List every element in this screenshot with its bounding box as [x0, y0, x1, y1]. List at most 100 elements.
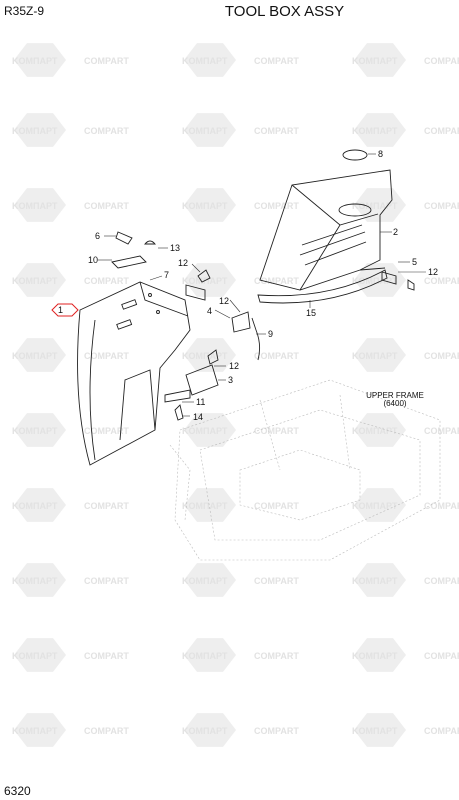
- tool-box-cover: [77, 281, 191, 466]
- watermark-hexagon: [184, 563, 236, 597]
- callout-8[interactable]: 8: [378, 149, 383, 159]
- callout-12a[interactable]: 12: [178, 258, 188, 268]
- watermark-text: COMPART: [254, 426, 299, 436]
- watermark-hexagon: [184, 263, 236, 297]
- watermark-text: COMPART: [254, 726, 299, 736]
- watermark-hexagon: [184, 488, 236, 522]
- callout-6[interactable]: 6: [95, 231, 100, 241]
- watermark-text: KOMПАРТ: [352, 726, 398, 736]
- callout-12b[interactable]: 12: [219, 296, 229, 306]
- watermark-text: KOMПАРТ: [352, 276, 398, 286]
- watermark-hexagon: [354, 188, 406, 222]
- callout-10[interactable]: 10: [88, 255, 98, 265]
- watermark-hexagon: [184, 43, 236, 77]
- callout-12c[interactable]: 12: [229, 361, 239, 371]
- watermark-text: COMPART: [84, 126, 129, 136]
- watermark-text: COMPART: [84, 201, 129, 211]
- watermark-text: KOMПАРТ: [352, 426, 398, 436]
- callout-15[interactable]: 15: [306, 308, 316, 318]
- watermark-text: KOMПАРТ: [182, 56, 228, 66]
- reference-line-1: UPPER FRAME: [366, 391, 424, 400]
- upper-frame-reference: UPPER FRAME (6400): [360, 392, 430, 408]
- watermark-text: KOMПАРТ: [182, 426, 228, 436]
- watermark-hexagon: [14, 638, 66, 672]
- watermark-hexagon: [14, 338, 66, 372]
- callout-13[interactable]: 13: [170, 243, 180, 253]
- watermark-hexagon: [354, 488, 406, 522]
- watermark-text: KOMПАРТ: [12, 201, 58, 211]
- callout-7[interactable]: 7: [164, 270, 169, 280]
- watermark-text: COMPART: [84, 501, 129, 511]
- watermark-text: COMPART: [424, 651, 459, 661]
- callout-12d[interactable]: 12: [428, 267, 438, 277]
- watermark-hexagon: [354, 563, 406, 597]
- watermark-text: KOMПАРТ: [182, 576, 228, 586]
- watermark-text: KOMПАРТ: [182, 201, 228, 211]
- callout-11[interactable]: 11: [196, 397, 205, 407]
- callout-3[interactable]: 3: [228, 375, 233, 385]
- watermark-text: COMPART: [424, 351, 459, 361]
- watermark-text: KOMПАРТ: [182, 726, 228, 736]
- watermark-hexagon: [14, 113, 66, 147]
- seal-strip: [257, 269, 388, 304]
- watermark-text: KOMПАРТ: [352, 576, 398, 586]
- watermark-text: COMPART: [254, 201, 299, 211]
- watermark-text: KOMПАРТ: [12, 726, 58, 736]
- tool-box-body: [259, 169, 393, 291]
- watermark-text: COMPART: [84, 651, 129, 661]
- watermark-hexagon: [354, 338, 406, 372]
- watermark-text: KOMПАРТ: [12, 426, 58, 436]
- watermark-text: KOMПАРТ: [182, 351, 228, 361]
- callout-4[interactable]: 4: [207, 306, 212, 316]
- watermark-text: COMPART: [424, 56, 459, 66]
- watermark-text: COMPART: [424, 276, 459, 286]
- watermark-hexagon: [354, 638, 406, 672]
- callout-9[interactable]: 9: [268, 329, 273, 339]
- watermark-text: COMPART: [254, 501, 299, 511]
- watermark-text: KOMПАРТ: [12, 651, 58, 661]
- callout-1[interactable]: 1: [58, 305, 63, 315]
- watermark-text: KOMПАРТ: [12, 56, 58, 66]
- watermark-text: KOMПАРТ: [352, 126, 398, 136]
- watermark-text: COMPART: [84, 726, 129, 736]
- watermark-text: COMPART: [424, 201, 459, 211]
- page-number: 6320: [4, 784, 31, 798]
- leader-lines: [98, 153, 426, 417]
- watermark-hexagon: [14, 488, 66, 522]
- watermark-text: COMPART: [84, 351, 129, 361]
- watermark-hexagon: [14, 43, 66, 77]
- watermark-text: COMPART: [424, 576, 459, 586]
- watermark-text: COMPART: [84, 576, 129, 586]
- upper-frame-outline: [169, 379, 441, 561]
- watermark-hexagon: [184, 638, 236, 672]
- watermark-text: KOMПАРТ: [12, 276, 58, 286]
- watermark-text: COMPART: [424, 126, 459, 136]
- callout-2[interactable]: 2: [393, 227, 398, 237]
- callout-14[interactable]: 14: [193, 412, 203, 422]
- small-parts: [111, 231, 415, 421]
- watermark-hexagon: [184, 713, 236, 747]
- watermark-text: COMPART: [254, 351, 299, 361]
- watermark-hexagon: [14, 413, 66, 447]
- watermark-hexagon: [14, 263, 66, 297]
- watermark-text: COMPART: [254, 126, 299, 136]
- selected-part-highlight: [51, 303, 79, 317]
- watermark-hexagon: [14, 713, 66, 747]
- watermark-hexagon: [14, 563, 66, 597]
- callout-5[interactable]: 5: [412, 257, 417, 267]
- watermark-text: COMPART: [424, 726, 459, 736]
- watermark-text: KOMПАРТ: [352, 351, 398, 361]
- watermark-text: KOMПАРТ: [12, 576, 58, 586]
- watermark-hexagon: [184, 188, 236, 222]
- watermark-hexagon: [14, 188, 66, 222]
- watermark-hexagon: [184, 113, 236, 147]
- watermark-hexagon: [354, 113, 406, 147]
- watermark-text: KOMПАРТ: [352, 201, 398, 211]
- watermark-text: COMPART: [424, 426, 459, 436]
- watermark-text: COMPART: [84, 276, 129, 286]
- watermark-text: KOMПАРТ: [182, 126, 228, 136]
- page-title: TOOL BOX ASSY: [224, 3, 345, 20]
- watermark-text: COMPART: [254, 56, 299, 66]
- watermark-text: KOMПАРТ: [352, 56, 398, 66]
